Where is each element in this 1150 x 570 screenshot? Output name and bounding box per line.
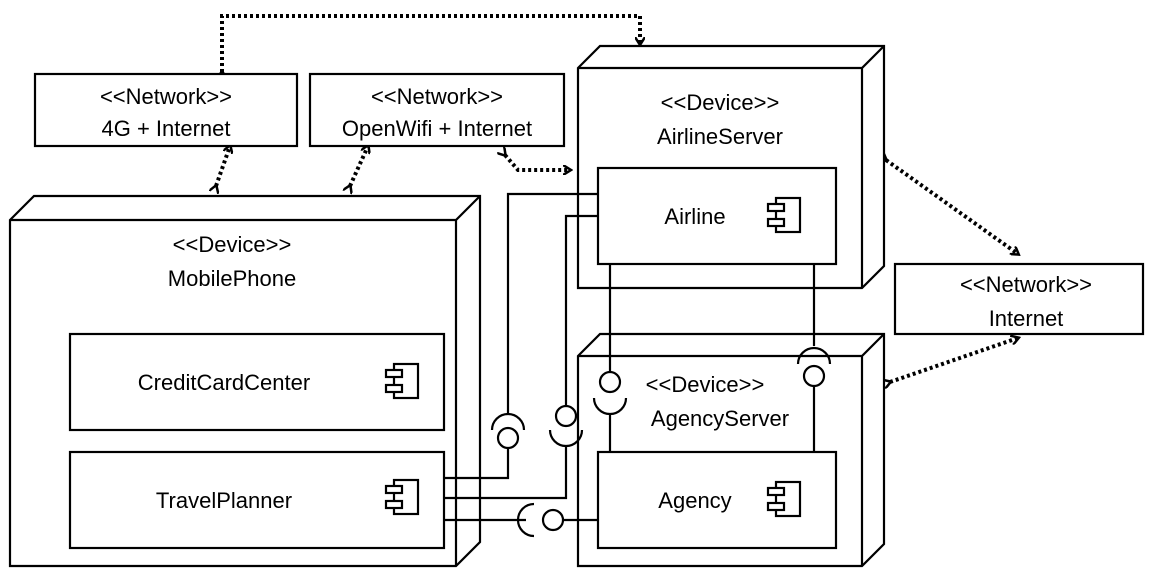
required-interface-socket [548,429,584,448]
component-icon [766,480,802,518]
mobilephone-stereotype: <<Device>> [173,232,292,257]
provided-interface-ball [554,404,578,428]
agencyserver-name: AgencyServer [651,406,789,431]
communication-links [216,14,1018,382]
component-agency: Agency [596,450,838,550]
agencyserver-stereotype: <<Device>> [646,372,765,397]
airlineserver-name: AirlineServer [657,124,783,149]
component-creditcardcenter: CreditCardCenter [68,332,446,432]
component-airline-label: Airline [664,204,725,229]
component-travelplanner-label: TravelPlanner [156,488,292,513]
component-creditcardcenter-label: CreditCardCenter [138,370,310,395]
component-agency-label: Agency [658,488,731,513]
link-openwifi-to-airlineserver [505,155,570,170]
network-openwifi-name: OpenWifi + Internet [342,116,532,141]
wire-travelplanner-airline-2 [444,446,568,500]
required-interface-socket [516,502,535,538]
link-agencyserver-to-internet [890,338,1018,382]
component-airline: Airline [596,166,838,266]
wire-socket-to-airline-1 [506,192,598,414]
required-interface-socket [796,346,832,365]
mobilephone-name: MobilePhone [168,266,296,291]
network-4g-stereotype: <<Network>> [100,84,232,109]
component-travelplanner: TravelPlanner [68,450,446,550]
provided-interface-ball [802,364,826,388]
wire-ball-to-airline-2 [564,214,598,406]
link-mobilephone-to-4g [216,146,230,186]
link-mobilephone-to-openwifi [350,146,368,186]
component-icon [766,196,802,234]
network-4g-name: 4G + Internet [101,116,230,141]
wire-travelplanner-airline-1 [444,448,510,480]
network-node-openwifi: <<Network>> OpenWifi + Internet [308,72,566,148]
airlineserver-stereotype: <<Device>> [661,90,780,115]
network-openwifi-stereotype: <<Network>> [371,84,503,109]
provided-interface-ball [598,370,622,394]
link-airlineserver-to-internet [886,160,1018,254]
link-4g-to-airlineserver [222,14,640,72]
provided-interface-ball [541,508,565,532]
component-icon [384,478,420,516]
network-node-4g: <<Network>> 4G + Internet [33,72,299,148]
provided-interface-ball [496,426,520,450]
network-internet-name: Internet [989,306,1064,331]
interface-connections [444,192,832,538]
network-internet-stereotype: <<Network>> [960,272,1092,297]
component-icon [384,362,420,400]
network-node-internet: <<Network>> Internet [893,262,1145,336]
